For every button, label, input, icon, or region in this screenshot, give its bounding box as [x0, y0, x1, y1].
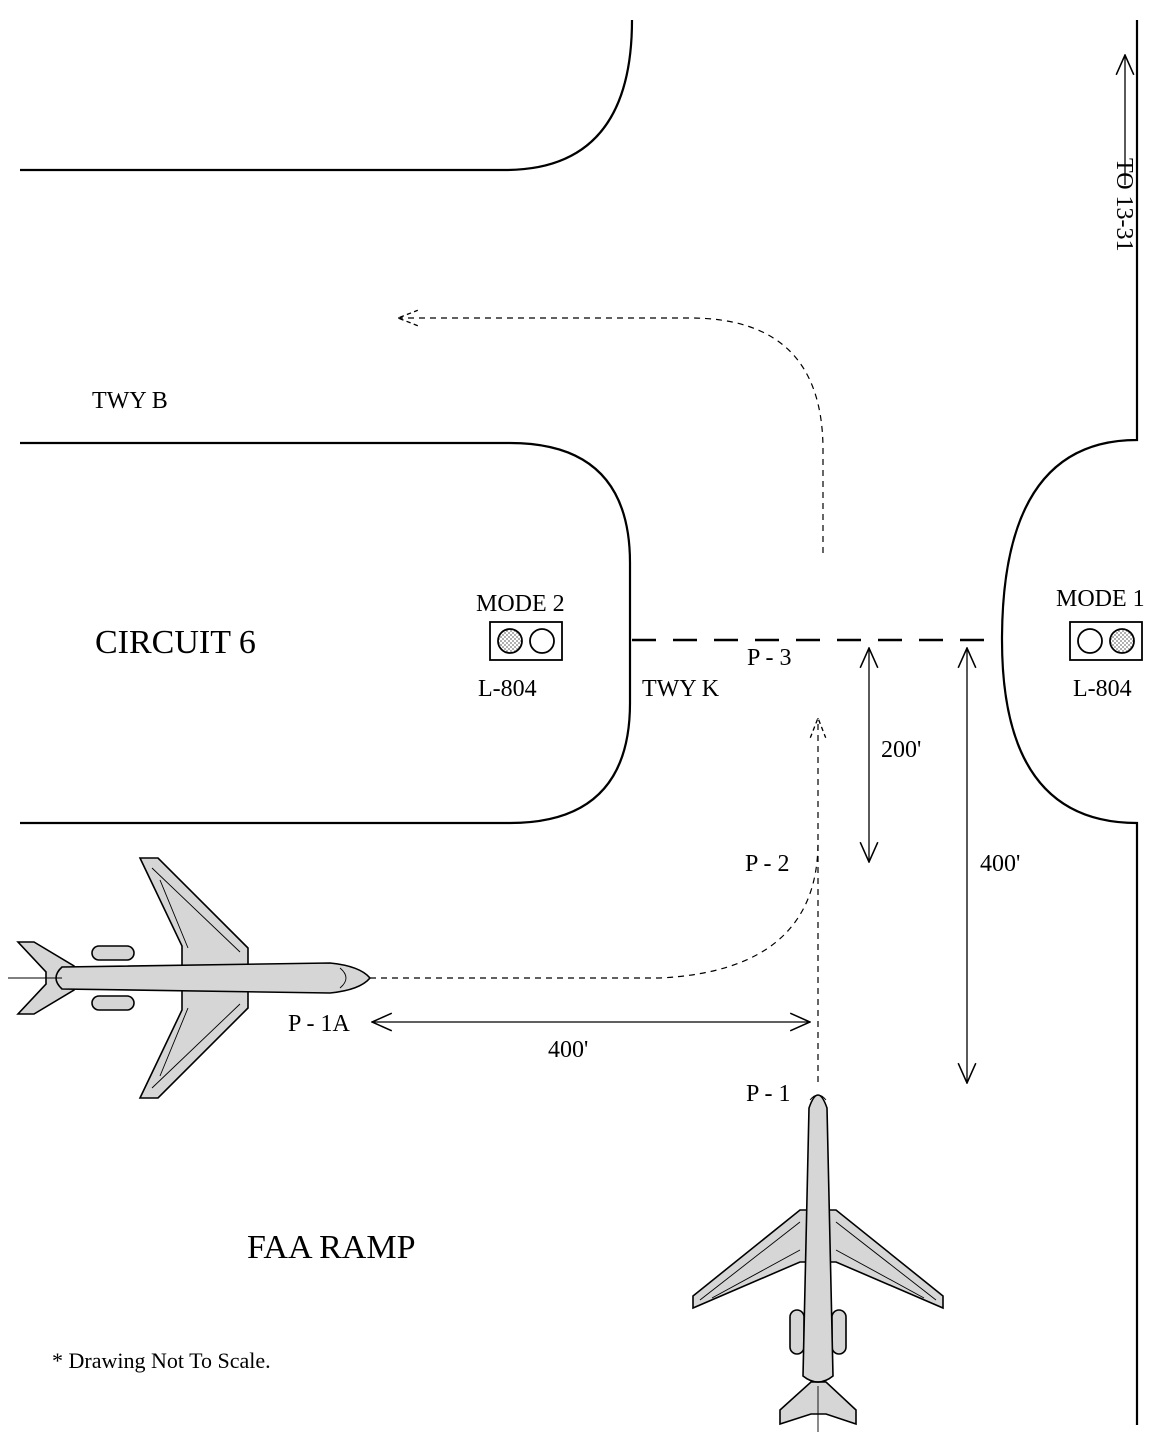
dim-label-200: 200' [881, 737, 921, 763]
sign-mode-2-mode: MODE 2 [476, 591, 565, 617]
taxi-path-p1a-to-p2 [370, 841, 819, 979]
lamp-unlit [1077, 628, 1103, 654]
lamp-lit [1109, 628, 1135, 654]
taxi-path-to-twy-b [398, 318, 824, 553]
sign-mode-1 [1069, 621, 1143, 661]
aircraft-p1a [8, 857, 372, 1099]
position-p1a: P - 1A [288, 1011, 350, 1037]
sign-mode-1-mode: MODE 1 [1056, 586, 1145, 612]
sign-mode-2 [489, 621, 563, 661]
circuit-island-edge [20, 441, 632, 825]
dim-label-400-vertical: 400' [980, 851, 1020, 877]
twy-b-north-edge [20, 19, 634, 172]
sign-mode-1-type: L-804 [1073, 676, 1132, 702]
position-p2: P - 2 [745, 851, 789, 877]
position-p1: P - 1 [746, 1081, 790, 1107]
position-p3: P - 3 [747, 645, 791, 671]
aircraft-p1 [692, 1094, 944, 1432]
lamp-lit [497, 628, 523, 654]
scale-note: * Drawing Not To Scale. [52, 1348, 271, 1373]
sign-mode-2-type: L-804 [478, 676, 537, 702]
ramp-label: FAA RAMP [247, 1229, 416, 1266]
dim-label-400-horizontal: 400' [548, 1037, 588, 1063]
twy-b-label: TWY B [92, 388, 168, 414]
circuit-label: CIRCUIT 6 [95, 624, 256, 661]
lamp-unlit [529, 628, 555, 654]
east-island-edge [1000, 20, 1139, 1425]
to-runway-label: TO 13-31 [1111, 158, 1137, 252]
twy-k-label: TWY K [642, 676, 720, 702]
